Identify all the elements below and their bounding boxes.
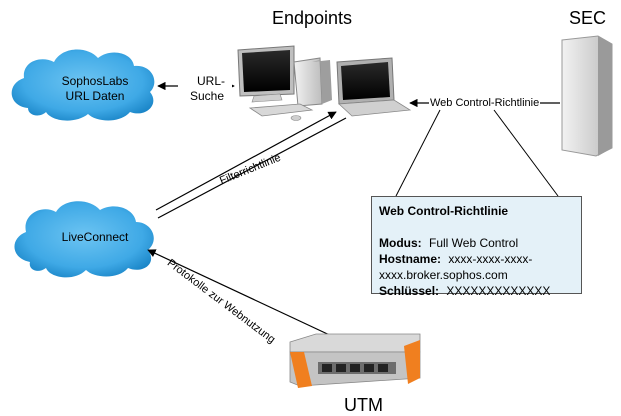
sec-title: SEC [569,8,607,28]
key-label: Schlüssel: [379,284,440,298]
sophoslabs-label: SophosLabs [61,74,129,88]
policy-key-row: Schlüssel: XXXXXXXXXXXXX [379,283,574,299]
policy-box-title: Web Control-Richtlinie [379,204,509,218]
hostname-value-part2: xxxx.broker.sophos.com [379,268,508,282]
filter-policy-arrows [155,111,347,219]
endpoints-title: Endpoints [272,8,353,28]
laptop-icon [336,57,412,117]
utm-title: UTM [344,395,383,415]
mode-label: Modus: [379,236,422,250]
hostname-value-part1: xxxx-xxxx-xxxx- [448,252,533,266]
desktop-computer-icon [237,45,332,121]
url-search-label-line1: URL- [196,74,225,88]
mode-value: Full Web Control [429,236,519,250]
url-search-label-line2: Suche [189,89,225,103]
utm-appliance-icon [289,333,421,388]
web-control-policy-label: Web Control-Richtlinie [429,97,541,109]
url-data-label: URL Daten [65,89,125,103]
sophoslabs-cloud-icon [11,49,155,121]
liveconnect-cloud-icon [14,201,154,278]
policy-hostname-row: Hostname: xxxx-xxxx-xxxx- [379,251,574,267]
sec-server-icon [561,35,613,157]
policy-mode-row: Modus: Full Web Control [379,235,574,251]
hostname-label: Hostname: [379,252,442,266]
liveconnect-label: LiveConnect [61,230,129,244]
key-value: XXXXXXXXXXXXX [446,284,551,298]
policy-callout-lines [395,109,559,197]
policy-details-box: Web Control-Richtlinie Modus: Full Web C… [371,196,582,298]
web-usage-logs-arrow [147,249,337,339]
